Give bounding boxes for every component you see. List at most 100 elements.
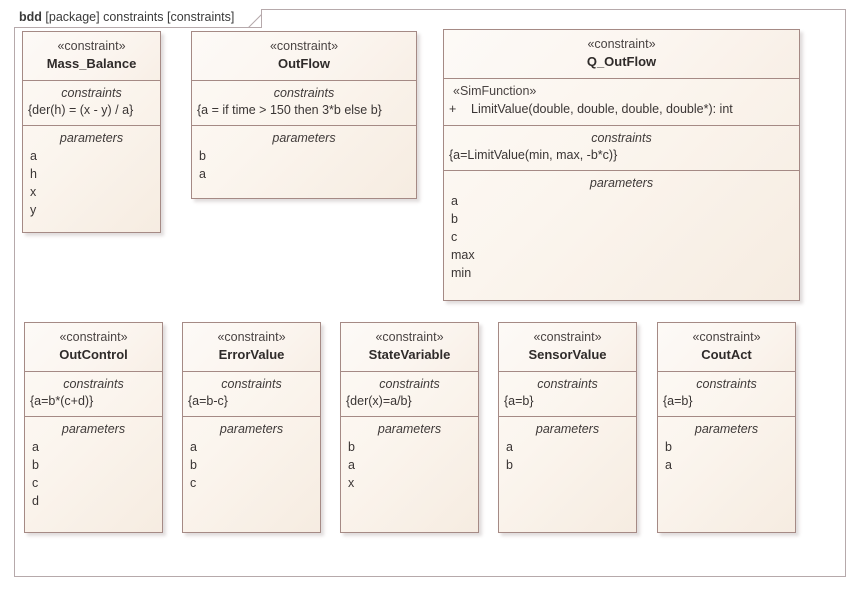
- block-stereotype: «constraint»: [57, 39, 126, 53]
- constraint-expression: {a=b-c}: [188, 394, 228, 408]
- block-stereotype: «constraint»: [59, 330, 128, 344]
- diagram-title-rest: [package] constraints [constraints]: [41, 10, 235, 24]
- parameter-item: y: [30, 203, 37, 217]
- diagram-frame-header-tab: [14, 9, 262, 28]
- compartment-title-constraints: constraints: [61, 86, 122, 100]
- parameter-item: b: [190, 458, 197, 472]
- parameter-item: a: [451, 194, 458, 208]
- parameters-compartment: parameters a b c max min: [444, 171, 799, 288]
- constraint-block-outcontrol[interactable]: «constraint» OutControl constraints {a=b…: [24, 322, 163, 533]
- constraint-expression: {der(h) = (x - y) / a}: [28, 103, 134, 117]
- parameters-compartment: parameters a b c d: [25, 417, 162, 516]
- constraint-block-outflow[interactable]: «constraint» OutFlow constraints {a = if…: [191, 31, 417, 199]
- compartment-title-parameters: parameters: [589, 176, 654, 190]
- block-header: «constraint» OutFlow: [192, 32, 416, 81]
- constraint-block-coutact[interactable]: «constraint» CoutAct constraints {a=b} p…: [657, 322, 796, 533]
- operation-signature-row: + LimitValue(double, double, double, doub…: [444, 100, 799, 119]
- constraints-compartment: constraints {der(x)=a/b}: [341, 372, 478, 417]
- parameter-item: a: [665, 458, 672, 472]
- constraint-expression: {der(x)=a/b}: [346, 394, 412, 408]
- block-header: «constraint» CoutAct: [658, 323, 795, 372]
- constraint-block-q-outflow[interactable]: «constraint» Q_OutFlow «SimFunction» + Li…: [443, 29, 800, 301]
- constraint-expression: {a = if time > 150 then 3*b else b}: [197, 103, 382, 117]
- parameters-compartment: parameters b a x: [341, 417, 478, 498]
- parameter-item: a: [190, 440, 197, 454]
- parameter-item: h: [30, 167, 37, 181]
- parameter-item: b: [32, 458, 39, 472]
- parameter-item: b: [348, 440, 355, 454]
- constraint-expression: {a=b}: [504, 394, 534, 408]
- parameter-item: b: [665, 440, 672, 454]
- compartment-title-parameters: parameters: [61, 422, 126, 436]
- constraint-block-mass-balance[interactable]: «constraint» Mass_Balance constraints {d…: [22, 31, 161, 233]
- parameter-item: c: [32, 476, 39, 490]
- parameter-item: d: [32, 494, 39, 508]
- diagram-frame-header-corner: [248, 9, 262, 28]
- block-stereotype: «constraint»: [587, 37, 656, 51]
- block-name: CoutAct: [701, 347, 752, 362]
- block-stereotype: «constraint»: [217, 330, 286, 344]
- constraint-block-sensorvalue[interactable]: «constraint» SensorValue constraints {a=…: [498, 322, 637, 533]
- constraints-compartment: constraints {a=b}: [499, 372, 636, 417]
- parameter-item: x: [348, 476, 355, 490]
- constraint-block-statevariable[interactable]: «constraint» StateVariable constraints {…: [340, 322, 479, 533]
- block-name: StateVariable: [368, 347, 451, 362]
- parameter-item: c: [451, 230, 458, 244]
- compartment-title-constraints: constraints: [379, 377, 440, 391]
- compartment-title-parameters: parameters: [219, 422, 284, 436]
- compartment-title-parameters: parameters: [272, 131, 336, 145]
- block-stereotype: «constraint»: [692, 330, 761, 344]
- constraints-compartment: constraints {a=b*(c+d)}: [25, 372, 162, 417]
- block-header: «constraint» OutControl: [25, 323, 162, 372]
- parameters-compartment: parameters b a: [658, 417, 795, 480]
- compartment-title-parameters: parameters: [535, 422, 600, 436]
- block-name: SensorValue: [528, 347, 607, 362]
- block-name: OutFlow: [278, 56, 330, 71]
- block-stereotype: «constraint»: [375, 330, 444, 344]
- parameter-item: max: [451, 248, 475, 262]
- diagram-title-keyword: bdd: [19, 10, 42, 24]
- parameter-item: a: [199, 167, 206, 181]
- compartment-title-constraints: constraints: [221, 377, 282, 391]
- parameter-item: b: [199, 149, 206, 163]
- operations-compartment: «SimFunction» + LimitValue(double, double…: [444, 79, 799, 126]
- parameter-item: a: [348, 458, 355, 472]
- operation-stereotype: «SimFunction»: [453, 84, 537, 98]
- constraints-compartment: constraints {der(h) = (x - y) / a}: [23, 81, 160, 126]
- constraints-compartment: constraints {a = if time > 150 then 3*b …: [192, 81, 416, 126]
- block-header: «constraint» StateVariable: [341, 323, 478, 372]
- parameter-item: b: [506, 458, 513, 472]
- diagram-title: bdd [package] constraints [constraints]: [19, 9, 234, 25]
- operation-visibility: +: [449, 102, 457, 116]
- parameter-item: a: [506, 440, 513, 454]
- block-header: «constraint» Mass_Balance: [23, 32, 160, 81]
- block-name: ErrorValue: [218, 347, 285, 362]
- compartment-title-constraints: constraints: [273, 86, 335, 100]
- parameters-compartment: parameters a b: [499, 417, 636, 480]
- block-stereotype: «constraint»: [269, 39, 339, 53]
- constraint-expression: {a=LimitValue(min, max, -b*c)}: [449, 148, 618, 162]
- block-header: «constraint» ErrorValue: [183, 323, 320, 372]
- parameter-item: b: [451, 212, 458, 226]
- parameter-item: c: [190, 476, 197, 490]
- compartment-title-parameters: parameters: [59, 131, 124, 145]
- parameter-item: a: [32, 440, 39, 454]
- frame-corner-cut-icon: [248, 9, 262, 28]
- block-name: OutControl: [59, 347, 128, 362]
- compartment-title-parameters: parameters: [377, 422, 442, 436]
- block-stereotype: «constraint»: [533, 330, 602, 344]
- constraint-block-errorvalue[interactable]: «constraint» ErrorValue constraints {a=b…: [182, 322, 321, 533]
- parameters-compartment: parameters b a: [192, 126, 416, 189]
- block-header: «constraint» Q_OutFlow: [444, 30, 799, 79]
- block-name: Q_OutFlow: [586, 54, 657, 69]
- parameters-compartment: parameters a h x y: [23, 126, 160, 225]
- compartment-title-constraints: constraints: [537, 377, 598, 391]
- compartment-title-parameters: parameters: [694, 422, 759, 436]
- constraints-compartment: constraints {a=b-c}: [183, 372, 320, 417]
- operation-signature: LimitValue(double, double, double, doubl…: [471, 102, 733, 116]
- parameters-compartment: parameters a b c: [183, 417, 320, 498]
- compartment-title-constraints: constraints: [63, 377, 124, 391]
- compartment-title-constraints: constraints: [591, 131, 652, 145]
- constraints-compartment: constraints {a=b}: [658, 372, 795, 417]
- parameter-item: min: [451, 266, 472, 280]
